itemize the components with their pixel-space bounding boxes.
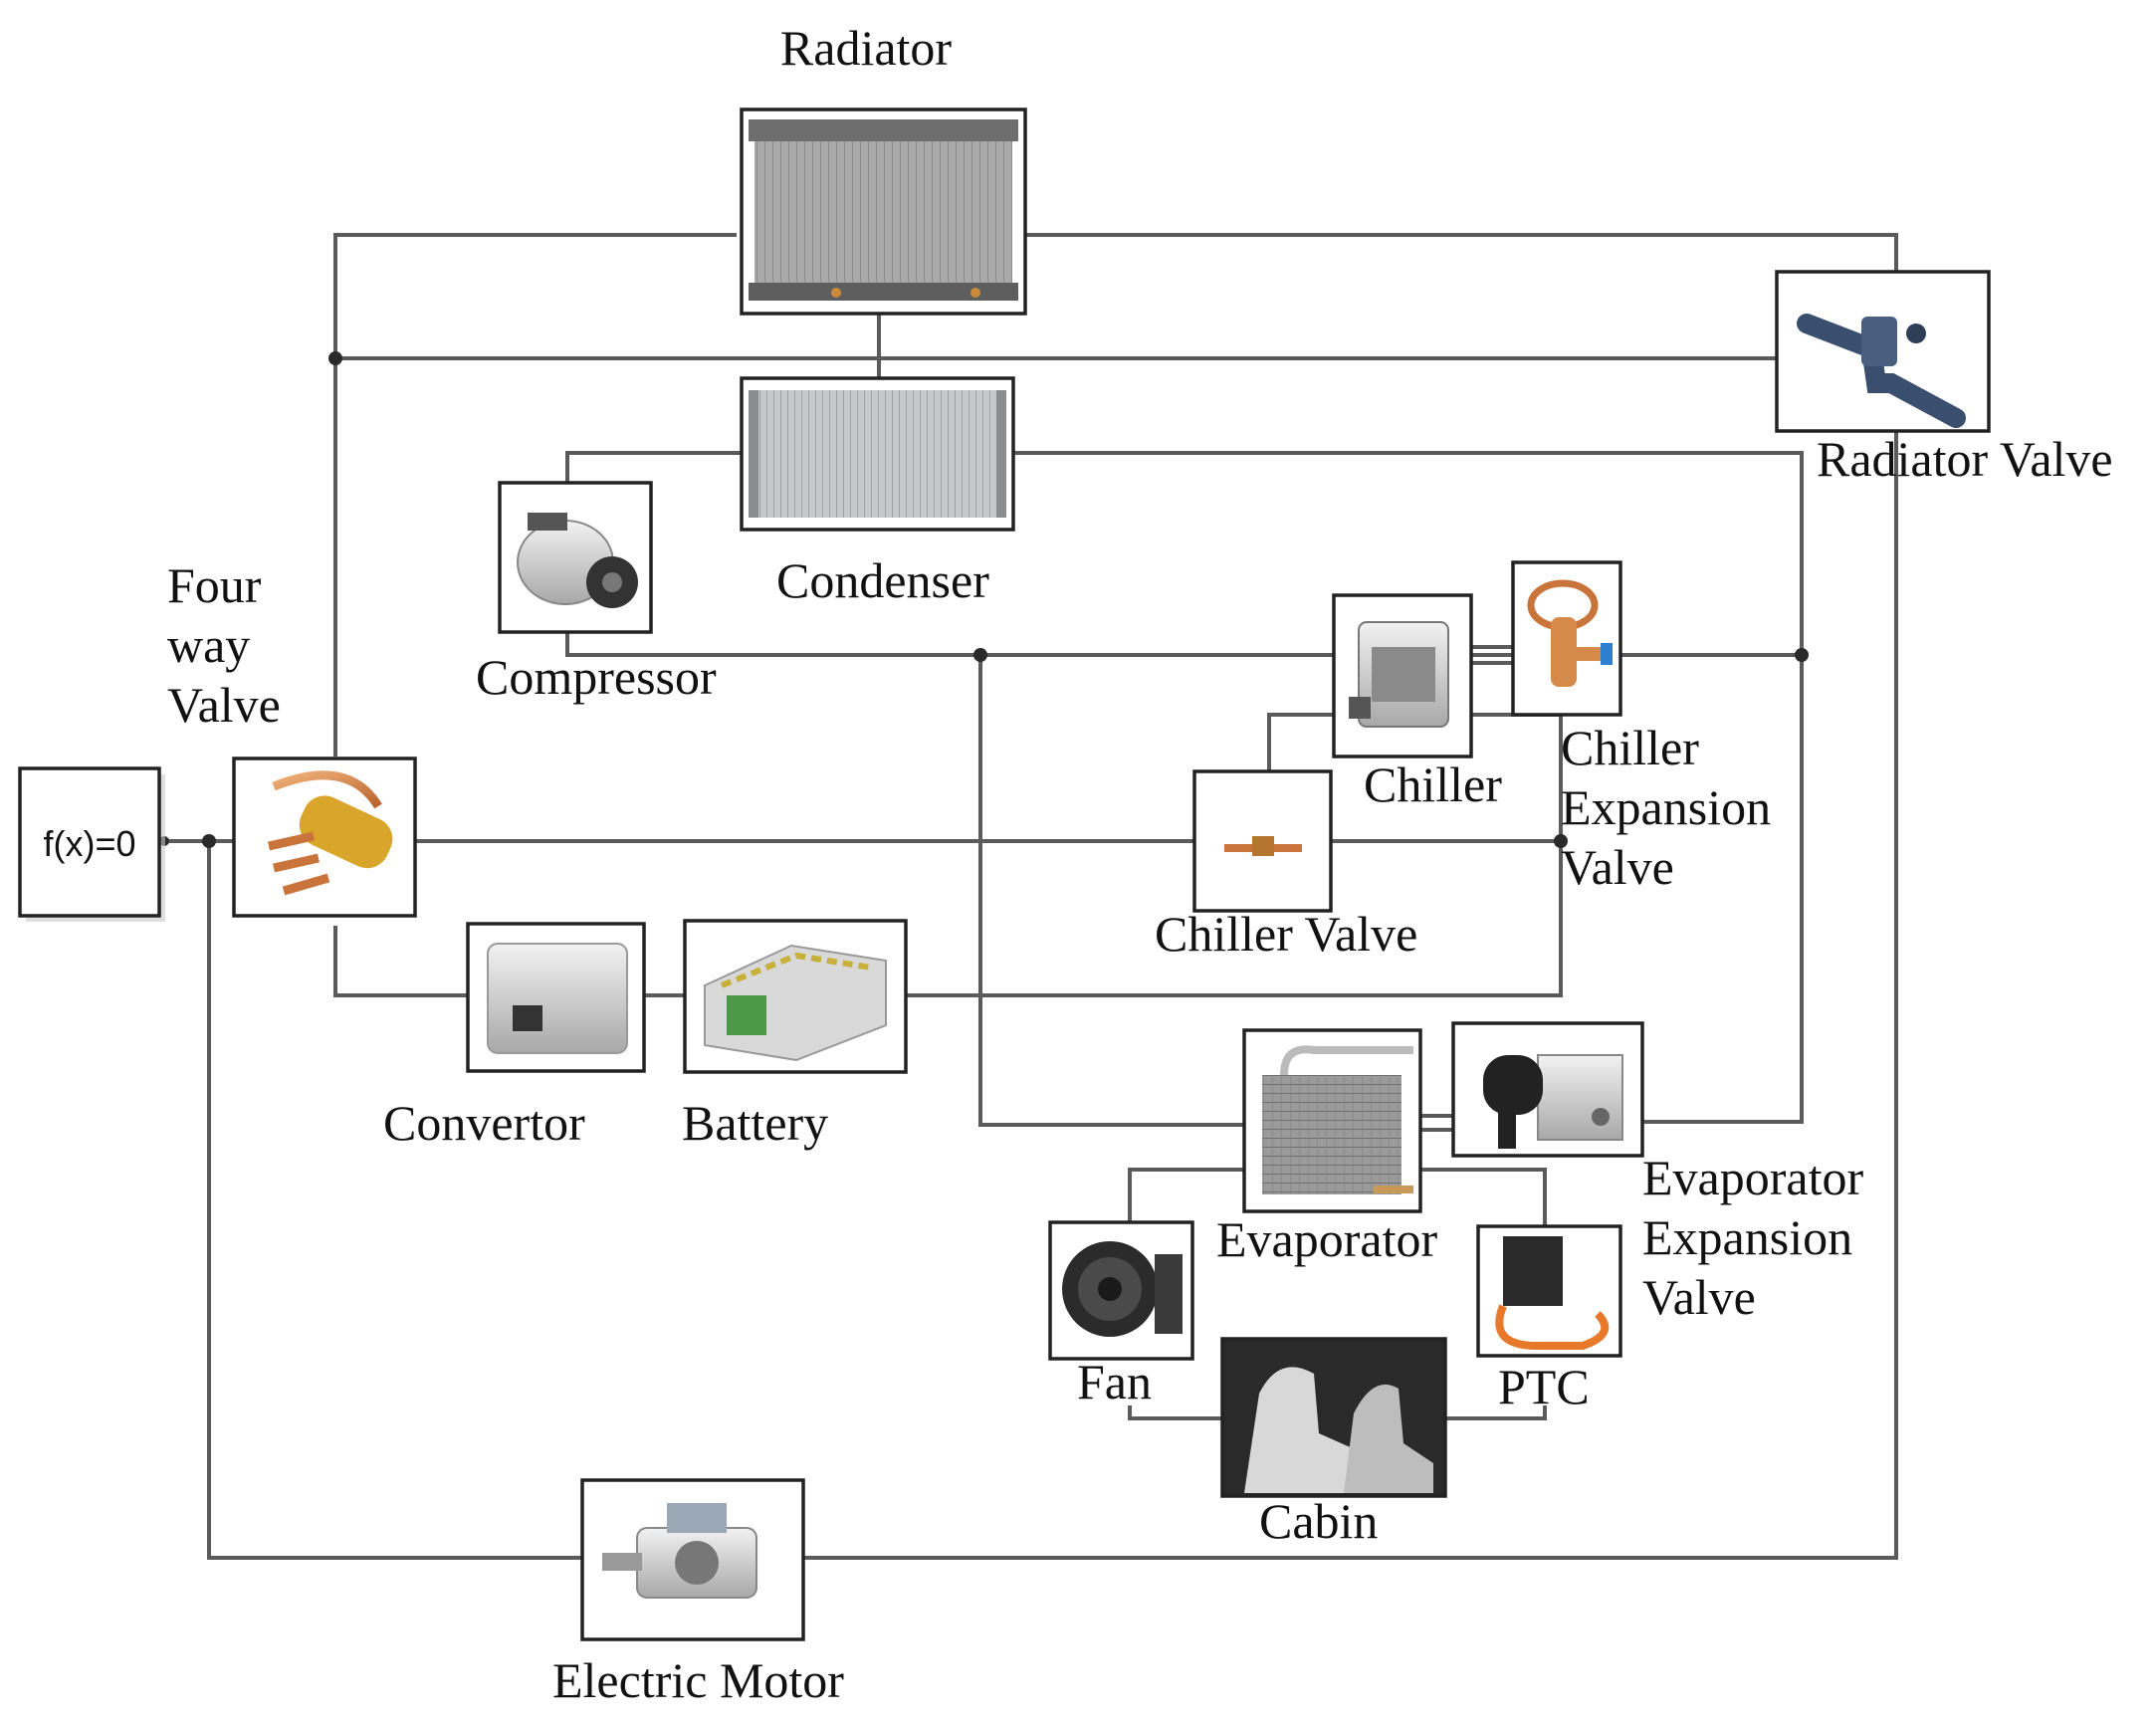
chiller-expansion-valve-block[interactable]	[1511, 560, 1622, 717]
four-way-valve-block[interactable]	[232, 756, 417, 918]
evaporator-expansion-valve-label-line1: Evaporator	[1642, 1150, 1863, 1205]
convertor-label: Convertor	[383, 1095, 585, 1151]
evaporator-expansion-valve-label-line2: Expansion	[1642, 1209, 1852, 1265]
condenser-label: Condenser	[776, 552, 989, 608]
cabin-label: Cabin	[1259, 1493, 1378, 1549]
chiller-valve-block[interactable]	[1192, 769, 1333, 913]
evaporator-expansion-valve-label-line3: Valve	[1642, 1269, 1756, 1325]
chiller-block[interactable]	[1332, 593, 1473, 758]
block-labels: Radiator Radiator Valve Condenser Compre…	[167, 20, 2113, 1708]
four-way-valve-label-line2: way	[167, 617, 250, 673]
chiller-valve-label: Chiller Valve	[1155, 906, 1417, 962]
junction-dots	[159, 351, 1809, 848]
battery-block[interactable]	[683, 919, 908, 1074]
four-way-valve-label-line1: Four	[167, 557, 262, 613]
radiator-valve-block[interactable]	[1775, 270, 1991, 433]
convertor-block[interactable]	[466, 922, 646, 1073]
compressor-label: Compressor	[476, 649, 717, 705]
evaporator-block[interactable]	[1242, 1028, 1422, 1213]
condenser-block[interactable]	[740, 376, 1015, 532]
ptc-label: PTC	[1498, 1359, 1590, 1414]
chiller-expansion-valve-label-line3: Valve	[1561, 839, 1674, 895]
evaporator-label: Evaporator	[1216, 1211, 1437, 1267]
chiller-label: Chiller	[1364, 756, 1502, 812]
radiator-block[interactable]	[740, 108, 1027, 316]
chiller-expansion-valve-label-line1: Chiller	[1561, 720, 1699, 775]
electric-motor-label: Electric Motor	[552, 1652, 844, 1708]
solver-configuration-block[interactable]: f(x)=0	[18, 766, 165, 922]
four-way-valve-label-line3: Valve	[167, 677, 281, 733]
cabin-block[interactable]	[1220, 1337, 1447, 1498]
chiller-expansion-valve-label-line2: Expansion	[1561, 779, 1771, 835]
battery-label: Battery	[682, 1095, 828, 1151]
radiator-valve-label: Radiator Valve	[1817, 431, 2113, 487]
solver-label: f(x)=0	[43, 823, 135, 864]
fan-block[interactable]	[1048, 1220, 1194, 1361]
electric-motor-block[interactable]	[580, 1478, 805, 1641]
compressor-block[interactable]	[498, 481, 653, 634]
evaporator-expansion-valve-block[interactable]	[1451, 1021, 1644, 1158]
connection-lines	[159, 233, 1898, 1560]
ptc-block[interactable]	[1476, 1224, 1622, 1358]
radiator-label: Radiator	[780, 20, 953, 76]
fan-label: Fan	[1077, 1354, 1152, 1409]
